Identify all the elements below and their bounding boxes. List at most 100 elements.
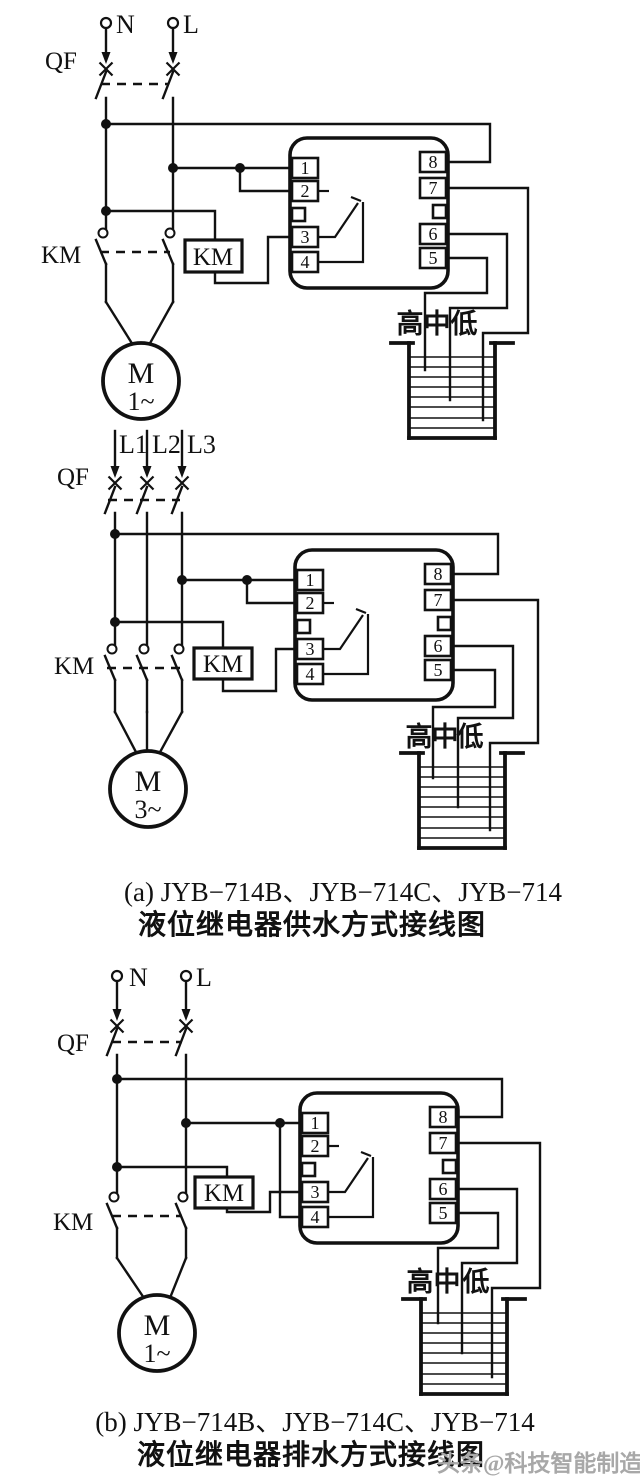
arrow-icon — [110, 466, 120, 478]
junction-dot — [110, 617, 120, 627]
km-coil-label-a: KM — [193, 244, 233, 271]
probe-label-low-a: 低 — [450, 309, 478, 339]
contactor-label-c: KM — [53, 1209, 93, 1236]
probe-label-high-c: 高 — [407, 1266, 434, 1297]
motor-phase-c: 1~ — [143, 1339, 170, 1368]
pin-label: 6 — [439, 1179, 448, 1199]
probe-label-high-b: 高 — [406, 721, 433, 752]
junction-dot — [242, 575, 252, 585]
pin-label: 5 — [434, 660, 443, 680]
water-tank-c — [401, 1297, 527, 1396]
pin-label: 3 — [306, 639, 315, 659]
probe-label-mid-b: 中 — [432, 722, 459, 752]
junction-dot — [168, 163, 178, 173]
motor-symbol-b: M — [135, 765, 162, 798]
pin-label: 6 — [434, 636, 443, 656]
contact-icon — [173, 643, 185, 655]
pin-label: 2 — [311, 1136, 320, 1156]
pin-label: 7 — [429, 178, 438, 198]
probe-label-low-c: 低 — [462, 1267, 490, 1297]
junction-dot — [177, 575, 187, 585]
arrow-icon — [142, 466, 152, 478]
pin-label: 4 — [311, 1207, 320, 1227]
contact-icon — [138, 643, 150, 655]
pin-label: 6 — [429, 224, 438, 244]
junction-dot — [101, 119, 111, 129]
terminal-n-a — [99, 16, 113, 30]
circuit-a-single-phase-supply: N L QF KM KM 1 2 3 4 8 7 6 5 高 中 低 M 1~ — [41, 10, 530, 440]
phase-label-n-c: N — [129, 963, 148, 992]
caption-b-line2: 液位继电器排水方式接线图 — [137, 1438, 485, 1471]
pin-label: 8 — [429, 152, 438, 172]
pin-label: 7 — [439, 1133, 448, 1153]
pin-label: 3 — [311, 1182, 320, 1202]
probe-label-mid-c: 中 — [434, 1267, 461, 1297]
relay-chip-c — [298, 1091, 460, 1245]
pin-label: 8 — [439, 1107, 448, 1127]
phase-label-l-c: L — [196, 963, 212, 992]
phase-label-l3-b: L3 — [187, 430, 216, 459]
phase-label-n-a: N — [116, 10, 135, 39]
motor-symbol-c: M — [144, 1309, 171, 1342]
pin-label: 5 — [429, 248, 438, 268]
arrow-icon — [168, 52, 178, 64]
junction-dot — [112, 1074, 122, 1084]
pin-label: 1 — [301, 158, 310, 178]
terminal-n-c — [110, 969, 124, 983]
motor-phase-a: 1~ — [127, 387, 154, 416]
water-tank-a — [389, 341, 515, 440]
pin-label: 3 — [301, 227, 310, 247]
junction-dot — [235, 163, 245, 173]
junction-dot — [112, 1162, 122, 1172]
probe-label-high-a: 高 — [397, 308, 424, 339]
caption-a-line1: (a) JYB−714B、JYB−714C、JYB−714 — [124, 877, 562, 907]
pin-label: 8 — [434, 564, 443, 584]
contactor-label-a: KM — [41, 242, 81, 269]
arrow-icon — [177, 466, 187, 478]
junction-dot — [101, 206, 111, 216]
motor-symbol-a: M — [128, 357, 155, 390]
pin-label: 2 — [301, 181, 310, 201]
circuit-b-three-phase-supply: L1 L2 L3 QF KM KM 1 2 3 4 8 7 6 5 高 中 低 … — [54, 429, 540, 850]
arrow-icon — [101, 52, 111, 64]
pin-label: 1 — [306, 570, 315, 590]
relay-chip-a — [288, 136, 450, 290]
contactor-label-b: KM — [54, 653, 94, 680]
pin-label: 4 — [301, 252, 310, 272]
watermark-text: 头条@科技智能制造 — [437, 1450, 640, 1477]
km-coil-label-b: KM — [203, 651, 243, 678]
breaker-label-a: QF — [45, 48, 77, 75]
km-coil-box-c — [193, 1175, 255, 1210]
pin-label: 2 — [306, 593, 315, 613]
caption-a-line2: 液位继电器供水方式接线图 — [138, 908, 486, 941]
km-coil-label-c: KM — [204, 1180, 244, 1207]
km-coil-box-a — [183, 238, 244, 274]
pin-label: 4 — [306, 664, 315, 684]
breaker-label-c: QF — [57, 1030, 89, 1057]
motor-phase-b: 3~ — [134, 795, 161, 824]
arrow-icon — [181, 1009, 191, 1021]
contact-icon — [164, 227, 176, 239]
arrow-icon — [112, 1009, 122, 1021]
km-coil-box-b — [192, 646, 254, 681]
contact-icon — [97, 227, 109, 239]
junction-dot — [275, 1118, 285, 1128]
pin-label: 5 — [439, 1203, 448, 1223]
caption-b-line1: (b) JYB−714B、JYB−714C、JYB−714 — [95, 1407, 535, 1437]
junction-dot — [181, 1118, 191, 1128]
probe-label-mid-a: 中 — [424, 309, 451, 339]
probe-label-low-b: 低 — [456, 722, 484, 752]
phase-label-l-a: L — [183, 10, 199, 39]
pin-label: 1 — [311, 1113, 320, 1133]
pin-label: 7 — [434, 590, 443, 610]
contact-icon — [177, 1191, 189, 1203]
water-tank-b — [399, 751, 525, 850]
contact-icon — [106, 643, 118, 655]
phase-label-l1-b: L1 — [119, 430, 148, 459]
circuit-c-single-phase-drain: N L QF KM KM 1 2 3 4 8 7 6 5 高 中 低 M 1~ — [53, 963, 542, 1396]
breaker-label-b: QF — [57, 464, 89, 491]
contact-icon — [108, 1191, 120, 1203]
terminal-l-a — [166, 16, 180, 30]
